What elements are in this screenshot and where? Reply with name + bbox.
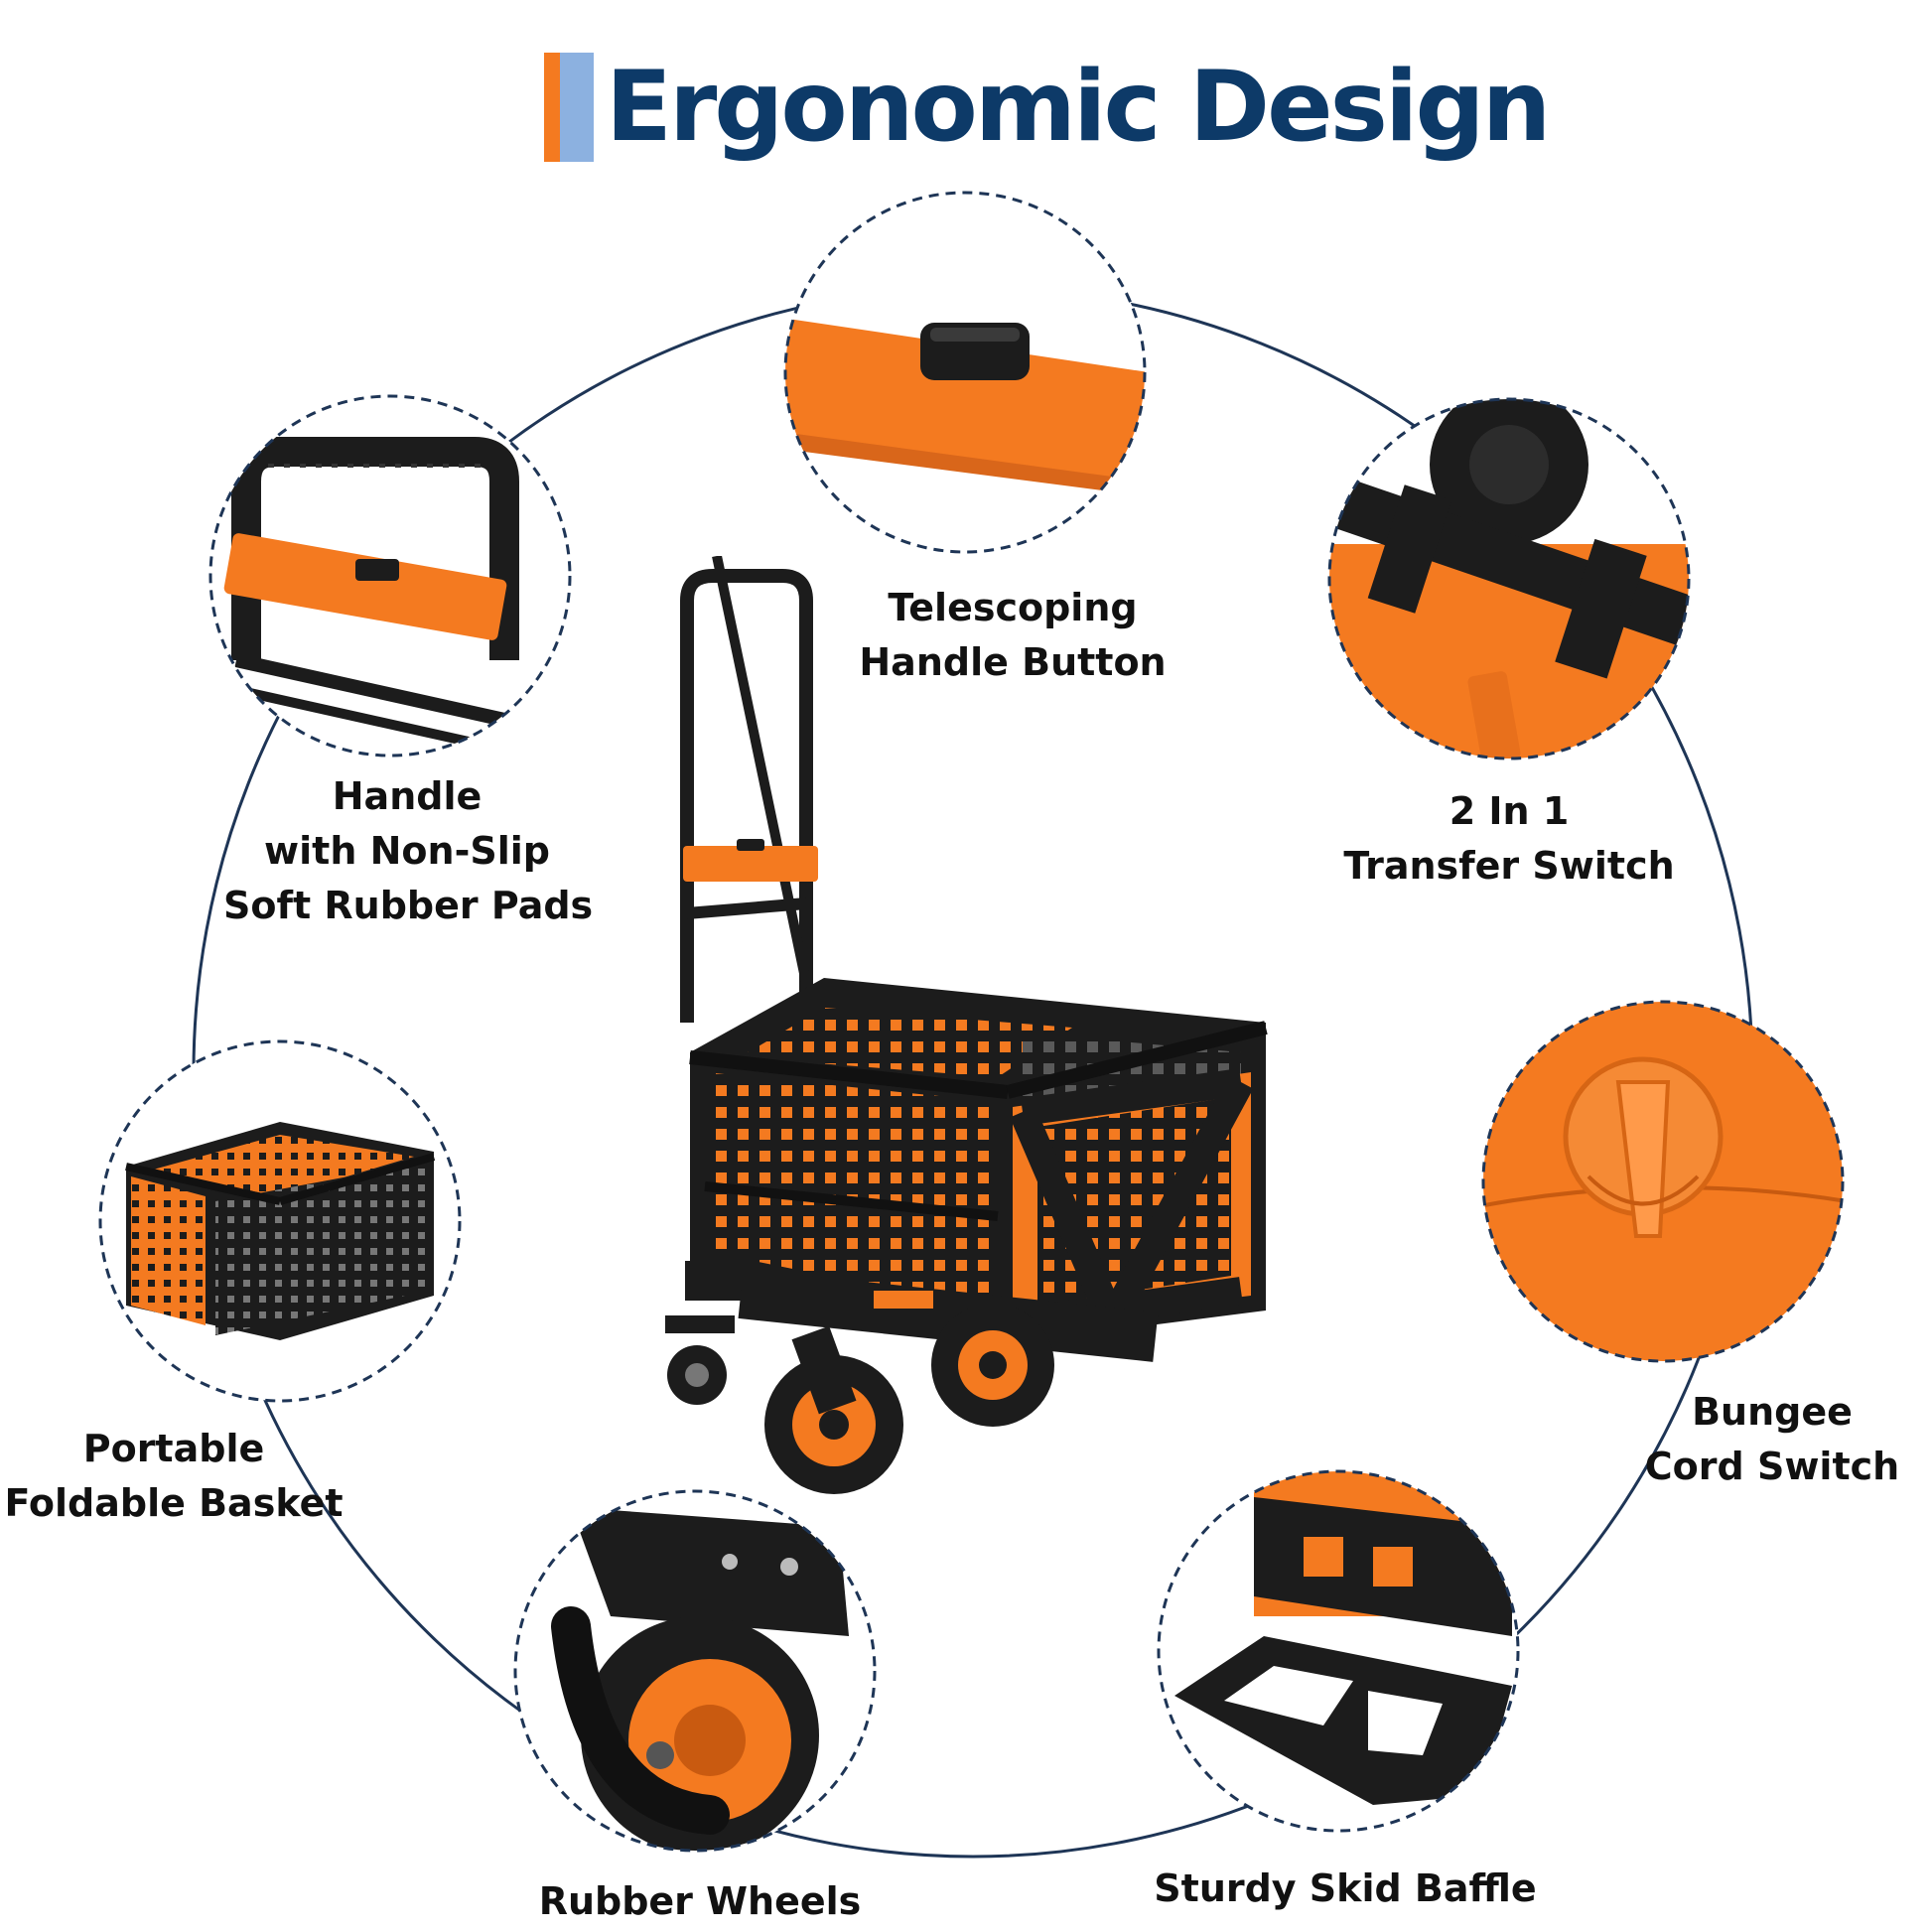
- basket-illustration: [125, 1122, 436, 1340]
- detail-circle-wheels: [513, 1489, 877, 1853]
- rubber-wheel-illustration: [551, 1507, 849, 1851]
- feature-label-line: Foldable Basket: [4, 1481, 344, 1525]
- feature-label-line: with Non-Slip: [264, 829, 550, 873]
- feature-label-line: Cord Switch: [1644, 1445, 1900, 1488]
- feature-label-line: Handle: [332, 774, 483, 818]
- detail-circle-bungee: [1481, 1000, 1845, 1363]
- title-accent-bar: [544, 53, 600, 162]
- detail-circle-handle: [208, 394, 572, 758]
- detail-circle-basket: [98, 1039, 462, 1403]
- feature-label-wheels: Rubber Wheels: [526, 1874, 874, 1929]
- handle-grip-illustration: [223, 437, 519, 755]
- feature-label-bungee: Bungee Cord Switch: [1608, 1385, 1932, 1494]
- detail-circle-transfer: [1327, 397, 1691, 760]
- feature-label-line: Transfer Switch: [1343, 844, 1675, 888]
- feature-label-basket: Portable Foldable Basket: [0, 1422, 347, 1531]
- feature-label-line: Sturdy Skid Baffle: [1154, 1866, 1537, 1910]
- feature-label-line: Handle Button: [859, 640, 1167, 684]
- feature-label-handle: Handle with Non-Slip Soft Rubber Pads: [223, 769, 594, 933]
- feature-label-line: Soft Rubber Pads: [223, 884, 594, 927]
- feature-label-line: Telescoping: [888, 586, 1138, 629]
- detail-circle-telescoping: [783, 191, 1147, 554]
- transfer-switch-illustration: [1329, 399, 1689, 759]
- title-text: Ergonomic Design: [606, 51, 1551, 164]
- feature-label-line: 2 In 1: [1449, 789, 1570, 833]
- handle-button-illustration: [785, 318, 1145, 496]
- skid-baffle-illustration: [1174, 1471, 1512, 1805]
- feature-label-line: Rubber Wheels: [538, 1879, 862, 1923]
- feature-label-transfer: 2 In 1 Transfer Switch: [1340, 784, 1678, 894]
- feature-label-baffle: Sturdy Skid Baffle: [1142, 1862, 1549, 1916]
- bungee-switch-illustration: [1483, 1056, 1843, 1238]
- feature-label-line: Portable: [82, 1427, 265, 1470]
- page-title: Ergonomic Design: [544, 48, 1551, 167]
- feature-label-telescoping: Telescoping Handle Button: [844, 581, 1181, 690]
- cart-product-image: [665, 556, 1268, 1494]
- detail-circle-baffle: [1157, 1469, 1520, 1833]
- feature-label-line: Bungee: [1692, 1390, 1853, 1434]
